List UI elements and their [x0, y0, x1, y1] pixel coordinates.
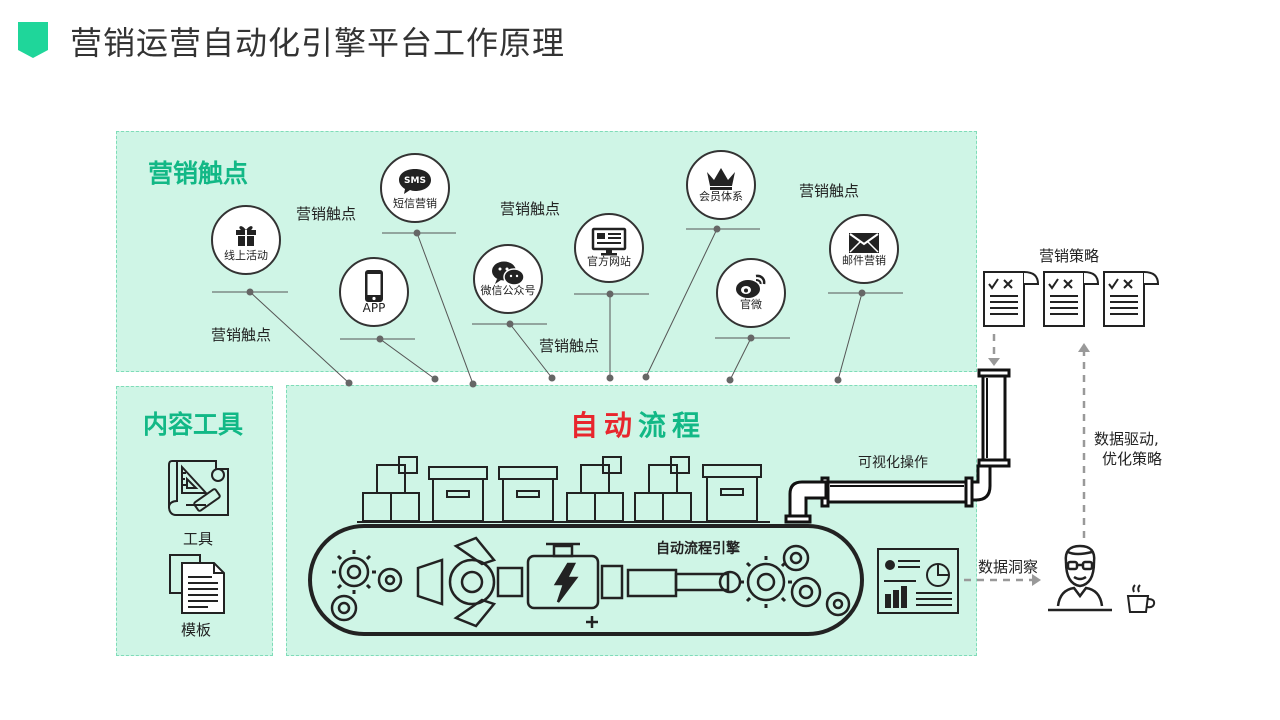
data-driven-label-line1: 数据驱动,	[1094, 430, 1159, 448]
touchpoint-membership[interactable]: 会员体系	[686, 150, 756, 220]
data-insight-label: 数据洞察	[978, 558, 1039, 576]
touchpoint-sms[interactable]: SMS 短信营销	[380, 153, 450, 223]
coffee-cup-icon	[1126, 584, 1156, 613]
analyst-person-icon	[1048, 544, 1112, 612]
pipe-label: 可视化操作	[858, 455, 928, 471]
engine-conveyor	[308, 524, 864, 636]
title-flag-icon	[18, 22, 48, 58]
touchpoint-website[interactable]: 官方网站	[574, 213, 644, 283]
touchpoint-label: 营销触点	[296, 205, 357, 223]
crown-icon	[707, 168, 735, 190]
touchpoint-caption: 微信公众号	[480, 284, 536, 297]
touchpoint-label: 营销触点	[500, 200, 561, 218]
strategy-label: 营销策略	[1039, 247, 1100, 265]
automation-heading-red: 自动	[570, 409, 639, 442]
touchpoint-caption: 邮件营销	[842, 254, 886, 267]
touchpoint-label: 营销触点	[539, 337, 600, 355]
automation-heading: 自动流程	[570, 404, 706, 444]
wechat-icon	[492, 261, 525, 286]
touchpoint-online-event[interactable]: 线上活动	[211, 205, 281, 275]
sms-bubble-icon: SMS	[399, 169, 431, 194]
touchpoints-heading: 营销触点	[148, 159, 249, 188]
touchpoint-email[interactable]: 邮件营销	[829, 214, 899, 284]
template-caption: 模板	[181, 621, 212, 639]
content-tools-heading: 内容工具	[143, 410, 244, 439]
data-driven-label-line2: 优化策略	[1102, 450, 1163, 468]
weibo-icon	[736, 274, 766, 298]
touchpoint-caption: 短信营销	[393, 197, 437, 210]
touchpoint-label: 营销触点	[799, 182, 860, 200]
engine-label: 自动流程引擎	[656, 541, 740, 557]
strategy-documents-icon	[983, 271, 1160, 327]
touchpoint-weibo[interactable]: 官微	[716, 258, 786, 328]
mail-icon	[849, 233, 879, 253]
touchpoint-caption: 线上活动	[224, 249, 268, 262]
touchpoint-caption: 会员体系	[699, 190, 743, 203]
document-template-icon	[169, 554, 225, 614]
dashboard-icon	[877, 548, 959, 614]
automation-heading-green: 流程	[638, 409, 707, 442]
touchpoint-caption: 官方网站	[587, 255, 631, 268]
website-icon	[591, 227, 627, 256]
touchpoint-app[interactable]: APP	[339, 257, 409, 327]
cargo-boxes	[357, 456, 770, 523]
page-title: 营销运营自动化引擎平台工作原理	[70, 24, 566, 62]
touchpoint-label: 营销触点	[211, 326, 272, 344]
gift-icon	[236, 226, 256, 246]
touchpoint-caption: APP	[362, 301, 386, 315]
touchpoint-wechat[interactable]: 微信公众号	[473, 244, 543, 314]
touchpoint-caption: 官微	[740, 298, 762, 311]
phone-icon	[365, 270, 383, 302]
tool-caption: 工具	[183, 530, 214, 548]
process-pipe	[784, 368, 1011, 524]
svg-text:SMS: SMS	[404, 176, 426, 186]
blueprint-tools-icon	[168, 460, 229, 516]
